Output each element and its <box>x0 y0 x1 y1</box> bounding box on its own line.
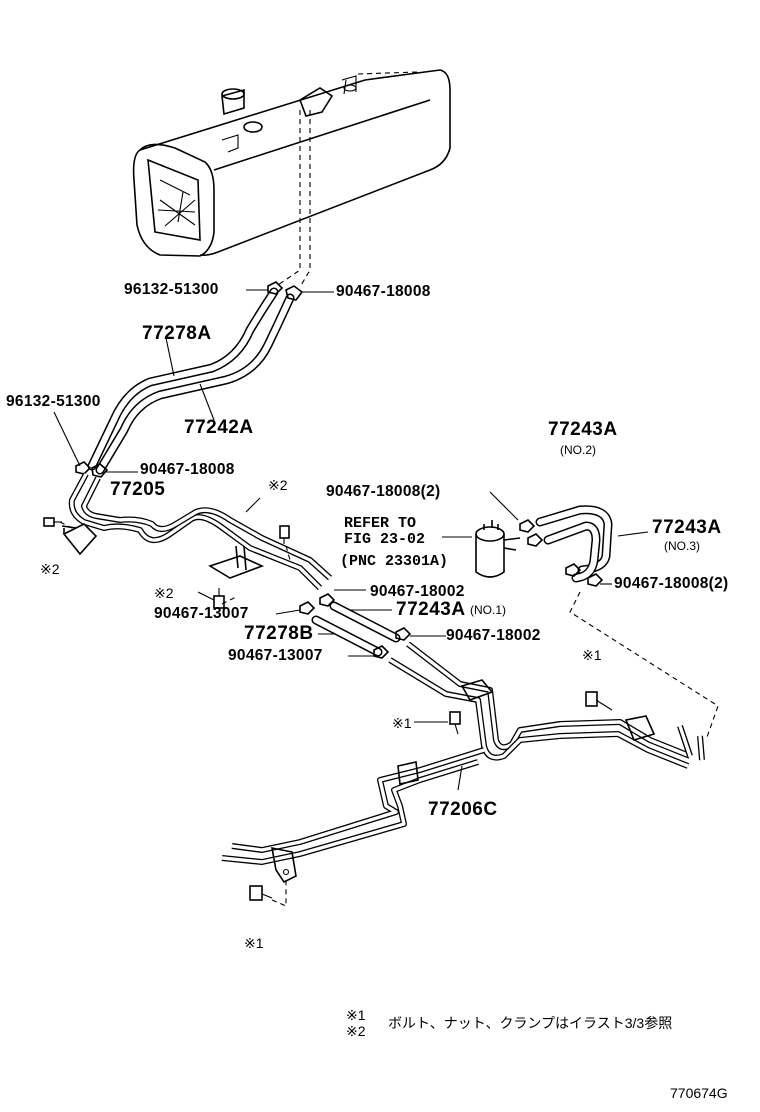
mark-2-top: ※2 <box>268 477 288 493</box>
legend-text: ボルト、ナット、クランプはイラスト3/3参照 <box>388 1015 673 1031</box>
label-77206C: 77206C <box>428 799 498 820</box>
label-90467-13007-b: 90467-13007 <box>228 647 323 664</box>
label-90467-18008-left: 90467-18008 <box>140 461 235 478</box>
label-77243A-no2: 77243A <box>548 419 618 440</box>
bolt-mark1-mid <box>449 711 461 735</box>
label-77243A-no3: 77243A <box>652 517 722 538</box>
clamp-left-1 <box>75 461 92 475</box>
label-refer-3: (PNC 23301A) <box>340 553 449 570</box>
hose-77278A <box>87 287 279 471</box>
label-90467-18002-a: 90467-18002 <box>370 583 465 600</box>
fuel-tank <box>132 69 451 257</box>
legend-mark-2: ※2 <box>346 1023 366 1039</box>
label-96132-51300-left: 96132-51300 <box>6 393 101 410</box>
label-no3: (NO.3) <box>664 539 700 553</box>
charcoal-canister <box>475 520 521 578</box>
pipe-77205 <box>61 472 333 591</box>
label-77205: 77205 <box>110 479 166 500</box>
mark-1-bottom: ※1 <box>244 935 264 951</box>
bolt-mark2-left <box>43 517 62 527</box>
bolt-mark2-mid <box>213 588 225 609</box>
bolt-mark2-top <box>279 525 290 544</box>
label-90467-13007-a: 90467-13007 <box>154 605 249 622</box>
label-90467-18008-top: 90467-18008 <box>336 283 431 300</box>
mark-2-mid: ※2 <box>154 585 174 601</box>
label-77278B: 77278B <box>244 623 314 644</box>
clamp-18002-a <box>319 593 336 607</box>
label-no2: (NO.2) <box>560 443 596 457</box>
legend-mark-1: ※1 <box>346 1007 366 1023</box>
label-96132-51300-top: 96132-51300 <box>124 281 219 298</box>
mark-1-right: ※1 <box>582 647 602 663</box>
bolt-mark1-right <box>585 691 613 711</box>
hose-77278B <box>311 615 383 657</box>
label-90467-18008-2-b: 90467-18008(2) <box>614 575 729 592</box>
clamp-left-2 <box>91 463 109 478</box>
bolt-mark1-bottom <box>249 885 273 901</box>
clamp-13007-b <box>373 645 390 659</box>
figure-id: 770674G <box>670 1085 728 1101</box>
label-77242A: 77242A <box>184 417 254 438</box>
label-90467-18002-b: 90467-18002 <box>446 627 541 644</box>
clamp-no3-1 <box>565 563 582 577</box>
clamp-top-left <box>267 281 284 295</box>
hose-77243A-no3 <box>543 521 601 583</box>
label-77243A-no1: 77243A <box>396 599 466 620</box>
clamp-18002-b <box>395 627 412 641</box>
pipe-77206C <box>221 641 705 884</box>
label-refer-1: REFER TO <box>344 515 417 532</box>
label-refer-2: FIG 23-02 <box>344 531 426 548</box>
clamp-no3-2 <box>587 573 604 587</box>
hose-77242A <box>95 293 295 475</box>
clamp-13007-a <box>299 601 316 615</box>
clamp-canister-2 <box>527 533 544 547</box>
label-90467-18008-2-a: 90467-18008(2) <box>326 483 441 500</box>
clamp-canister-1 <box>519 519 536 533</box>
clamp-top-right <box>285 285 304 301</box>
mark-2-left: ※2 <box>40 561 60 577</box>
label-77278A: 77278A <box>142 323 212 344</box>
mark-1-mid: ※1 <box>392 715 412 731</box>
hose-77243A-no1 <box>329 601 401 643</box>
label-no1: (NO.1) <box>470 603 506 617</box>
